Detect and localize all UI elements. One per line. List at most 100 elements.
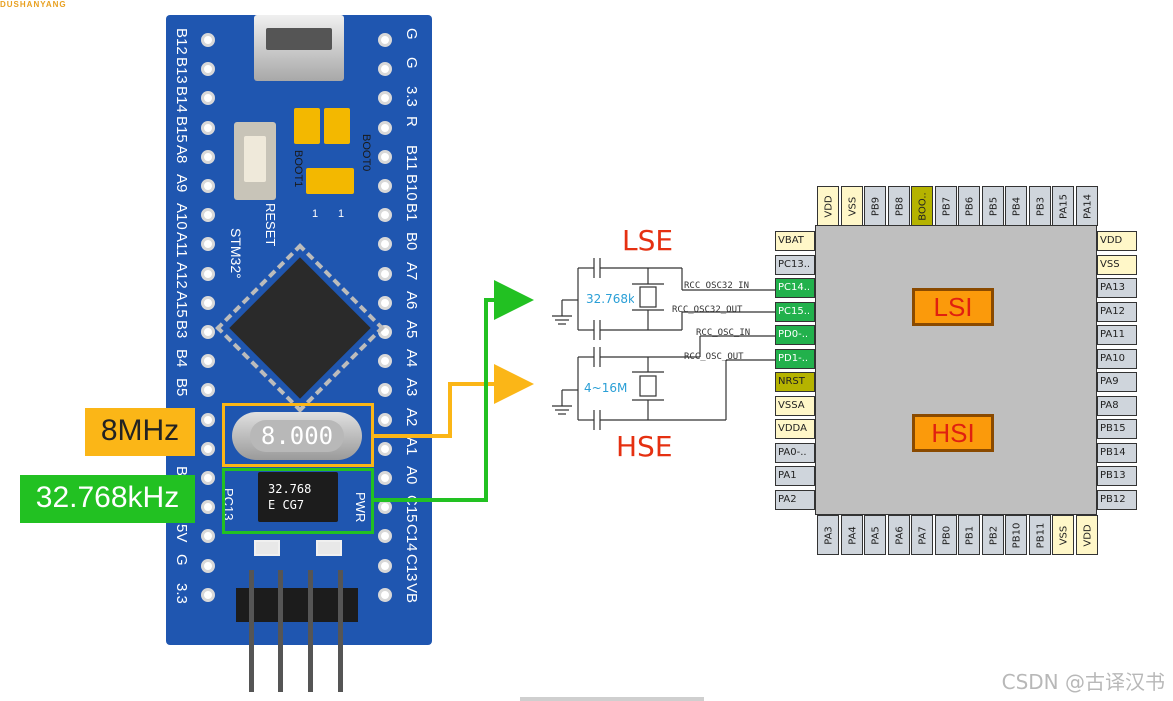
right-pin-pad <box>378 62 392 77</box>
mcu-pin-top-label: PB7 <box>941 196 952 217</box>
pwr-led <box>316 540 342 556</box>
footer-credit: CSDN @古译汉书 <box>1001 670 1165 694</box>
reset-button-cap <box>244 136 266 182</box>
net-osc-out: RCC_OSC_OUT <box>684 352 744 362</box>
mcu-pin-bottom: PA4 <box>840 515 863 555</box>
mcu-pin-top: PB7 <box>934 186 957 226</box>
lse-circuit <box>552 258 776 340</box>
mcu-pin-top: VSS <box>840 186 863 226</box>
left-pin-pad <box>201 587 215 602</box>
mcu-pin-left: VDDA <box>775 419 815 439</box>
mcu-pin-top: PB8 <box>887 186 910 226</box>
mcu-pin-bottom-label: PA6 <box>894 526 905 545</box>
mcu-pin-bottom: PB1 <box>958 515 980 555</box>
mcu-pin-left: PA0-.. <box>775 442 815 463</box>
right-pin-pad <box>378 120 392 135</box>
left-pin-pad <box>201 91 215 106</box>
mcu-pin-top: PB5 <box>981 186 1004 226</box>
left-pin-pad <box>201 266 215 281</box>
right-pin-pad <box>378 208 392 223</box>
mcu-pin-top: PB9 <box>864 186 886 226</box>
swd-pin-4 <box>338 570 343 692</box>
mcu-pin-top-label: PB8 <box>894 196 905 217</box>
boot1-jumper <box>294 108 320 144</box>
hse-crystal-value: 4~16M <box>584 381 628 395</box>
mcu-pin-top-label: VSS <box>847 196 858 217</box>
left-pin-pad <box>201 179 215 193</box>
mcu-pin-left: VSSA <box>775 395 815 416</box>
right-pin-pad <box>378 179 392 193</box>
mcu-pin-right: PA8 <box>1097 395 1137 416</box>
mcu-pin-top-label: PA15 <box>1058 194 1070 219</box>
mcu-pin-bottom-label: PB11 <box>1035 522 1046 549</box>
lse-crystal-marking-2: E CG7 <box>268 498 305 512</box>
mcu-pin-right: PA10 <box>1097 348 1137 369</box>
swd-pin-2 <box>278 570 283 692</box>
lse-crystal-marking-1: 32.768 <box>268 482 312 496</box>
mcu-pin-right: PB14 <box>1097 442 1137 463</box>
mcu-pin-top: BOO.. <box>911 186 933 226</box>
mcu-body <box>815 225 1097 515</box>
right-pin-pad <box>378 471 392 485</box>
left-pin-pad <box>201 383 215 398</box>
usb-port-opening <box>266 28 332 50</box>
boot0-jumper <box>324 108 350 144</box>
right-pin-pad <box>378 354 392 369</box>
left-pin-pad <box>201 529 215 544</box>
mcu-pin-bottom-label: PA3 <box>823 526 835 545</box>
right-pin-pad <box>378 383 392 398</box>
mcu-pin-bottom-label: VSS <box>1058 525 1070 546</box>
mcu-pin-top: PB4 <box>1005 186 1027 226</box>
left-pin-pad <box>201 237 215 252</box>
right-pin-pad <box>378 529 392 544</box>
hse-circuit <box>552 335 776 430</box>
mcu-pin-right: VDD <box>1097 231 1137 251</box>
mcu-pin-bottom: VDD <box>1075 515 1098 555</box>
left-pin-pad <box>201 354 215 369</box>
mcu-pin-left: VBAT <box>775 231 815 251</box>
mcu-pin-bottom-label: PB1 <box>964 525 976 546</box>
mcu-pin-top-label: PB4 <box>1011 196 1023 217</box>
mcu-pin-right: PA9 <box>1097 372 1137 392</box>
hse-highlight-frame <box>222 403 374 467</box>
mcu-pin-bottom: PA5 <box>864 515 886 555</box>
net-osc32-out: RCC_OSC32_OUT <box>672 305 743 315</box>
mcu-pin-right: PA11 <box>1097 325 1137 345</box>
lse-frequency-callout: 32.768kHz <box>20 475 195 523</box>
bottom-scroll-indicator <box>520 697 704 701</box>
mcu-pin-right: VSS <box>1097 254 1137 275</box>
lse-arrow <box>374 280 534 502</box>
left-pin-pad <box>201 208 215 223</box>
lse-highlight-frame <box>222 468 374 534</box>
left-pin-pad <box>201 441 215 456</box>
hse-frequency-callout: 8MHz <box>85 408 195 456</box>
watermark-text: DUSHANYANG <box>0 0 67 9</box>
mcu-pin-bottom-label: PB10 <box>1011 522 1023 549</box>
mcu-pin-top-label: PB3 <box>1035 196 1046 217</box>
left-pin-pad <box>201 295 215 310</box>
left-pin-pad <box>201 149 215 164</box>
mcu-pin-left: PA2 <box>775 489 815 510</box>
right-pin-pad <box>378 587 392 602</box>
left-pin-pad <box>201 558 215 573</box>
left-pin-pad <box>201 412 215 427</box>
left-pin-pad <box>201 33 215 47</box>
pc13-led <box>254 540 280 556</box>
lse-crystal-value: 32.768k <box>586 292 634 306</box>
mcu-pin-right: PB12 <box>1097 489 1137 510</box>
left-pin-pad <box>201 120 215 135</box>
mcu-pin-left: NRST <box>775 372 815 392</box>
mcu-pin-bottom: PB2 <box>981 515 1004 555</box>
mcu-pin-right: PA12 <box>1097 301 1137 322</box>
jumper-pin1-label-b: 1 <box>338 208 345 220</box>
lsi-oscillator: LSI <box>912 288 994 326</box>
right-pin-pad <box>378 266 392 281</box>
mcu-pin-bottom-label: PA7 <box>917 526 929 545</box>
right-pin-pad <box>378 33 392 47</box>
hsi-oscillator: HSI <box>912 414 994 452</box>
right-pin-pad <box>378 295 392 310</box>
jumper-header-block <box>306 168 354 194</box>
lse-crystal-32khz: 32.768 E CG7 <box>258 472 338 522</box>
mcu-pin-left: PC13.. <box>775 254 815 275</box>
mcu-pin-left: PA1 <box>775 466 815 486</box>
